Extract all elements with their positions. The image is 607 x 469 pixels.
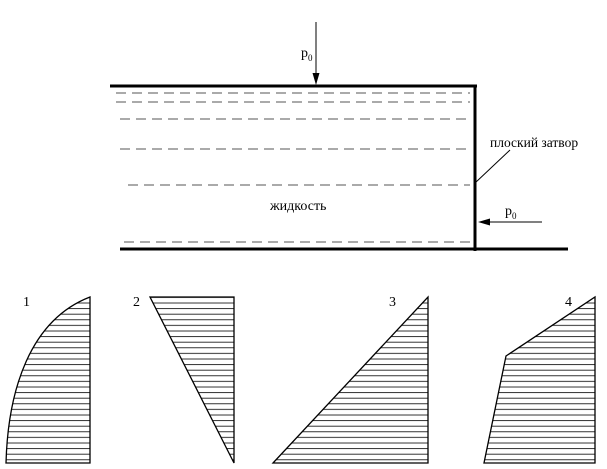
- option-3: 3: [271, 295, 429, 464]
- option-4: 4: [483, 295, 596, 464]
- liquid-label: жидкость: [269, 199, 326, 214]
- option-2-number: 2: [133, 295, 140, 310]
- vessel: жидкость плоский затвор: [110, 84, 578, 251]
- option-3-number: 3: [389, 295, 396, 310]
- option-1-number: 1: [23, 295, 30, 310]
- pressure-arrow-top: p0: [301, 22, 320, 85]
- pressure-arrow-right: p0: [478, 204, 542, 226]
- option-1: 1: [5, 295, 91, 464]
- option-2: 2: [133, 295, 235, 464]
- option-4-number: 4: [565, 295, 572, 310]
- arrow-head-icon: [312, 73, 320, 85]
- option-1-diagram: [5, 296, 91, 464]
- pressure-right-label: p0: [505, 204, 517, 221]
- gate-label: плоский затвор: [490, 135, 578, 150]
- liquid-levels: [116, 92, 470, 243]
- option-2-diagram: [148, 296, 235, 464]
- arrow-head-icon: [478, 218, 490, 226]
- gate-leader-line: [474, 149, 511, 184]
- option-3-diagram: [271, 295, 429, 464]
- option-4-diagram: [483, 295, 596, 464]
- pressure-top-label: p0: [301, 46, 313, 63]
